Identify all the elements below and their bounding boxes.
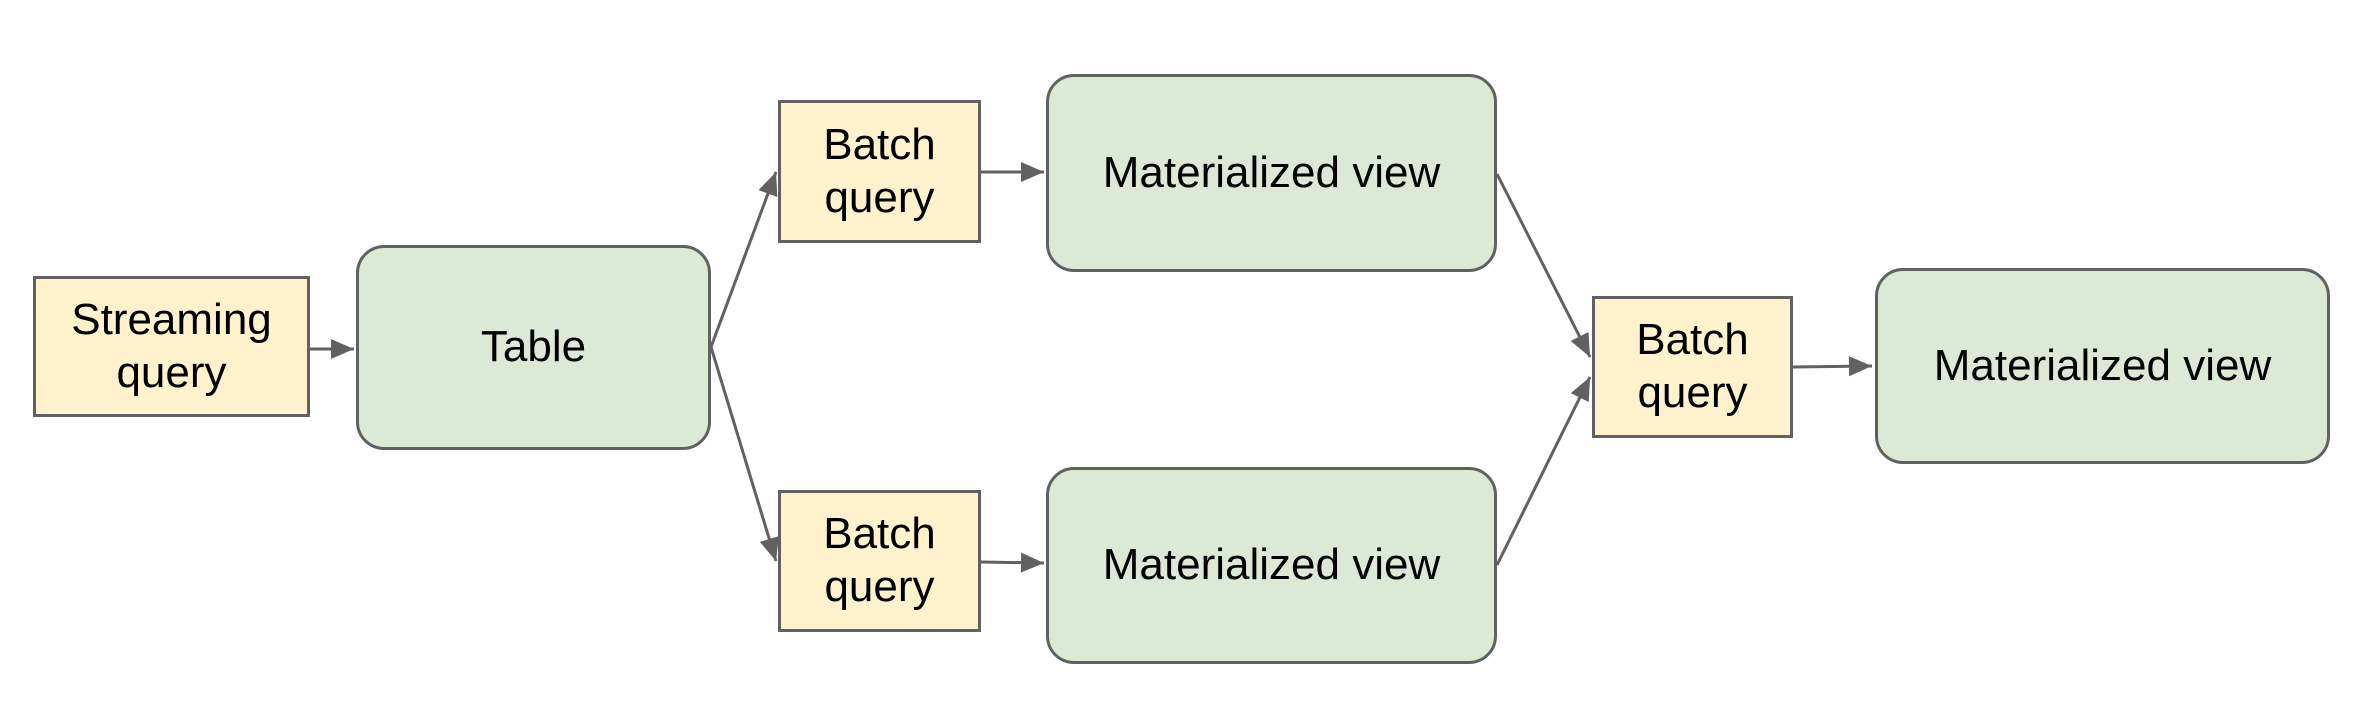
edge-table-to-batch-query-bottom <box>709 346 779 562</box>
node-materialized-view-top-label: Materialized view <box>1102 147 1441 197</box>
node-materialized-view-right-label: Materialized view <box>1933 340 2272 390</box>
node-batch-query-top-label: Batch query <box>823 119 936 222</box>
edge-table-to-batch-query-top <box>709 171 778 348</box>
node-materialized-view-right[interactable]: Materialized view <box>1875 268 2330 464</box>
node-streaming-query[interactable]: Streaming query <box>33 276 310 417</box>
node-materialized-view-bottom[interactable]: Materialized view <box>1046 467 1497 664</box>
node-streaming-query-label: Streaming query <box>71 294 272 397</box>
node-batch-query-right-label: Batch query <box>1636 315 1749 417</box>
node-materialized-view-top[interactable]: Materialized view <box>1046 74 1497 272</box>
edge-materialized-view-bottom-to-batch-query-right <box>1495 376 1592 566</box>
node-table[interactable]: Table <box>356 245 711 450</box>
node-batch-query-bottom[interactable]: Batch query <box>778 490 981 632</box>
edge-materialized-view-top-to-batch-query-right <box>1495 173 1592 358</box>
node-table-label: Table <box>480 322 587 372</box>
edge-batch-query-bottom-to-materialized-view-bottom <box>980 552 1045 573</box>
node-batch-query-right[interactable]: Batch query <box>1592 296 1793 438</box>
node-batch-query-bottom-label: Batch query <box>823 509 936 611</box>
edge-batch-query-right-to-materialized-view-right <box>1792 356 1873 377</box>
node-materialized-view-bottom-label: Materialized view <box>1102 540 1441 590</box>
node-batch-query-top[interactable]: Batch query <box>778 100 981 243</box>
